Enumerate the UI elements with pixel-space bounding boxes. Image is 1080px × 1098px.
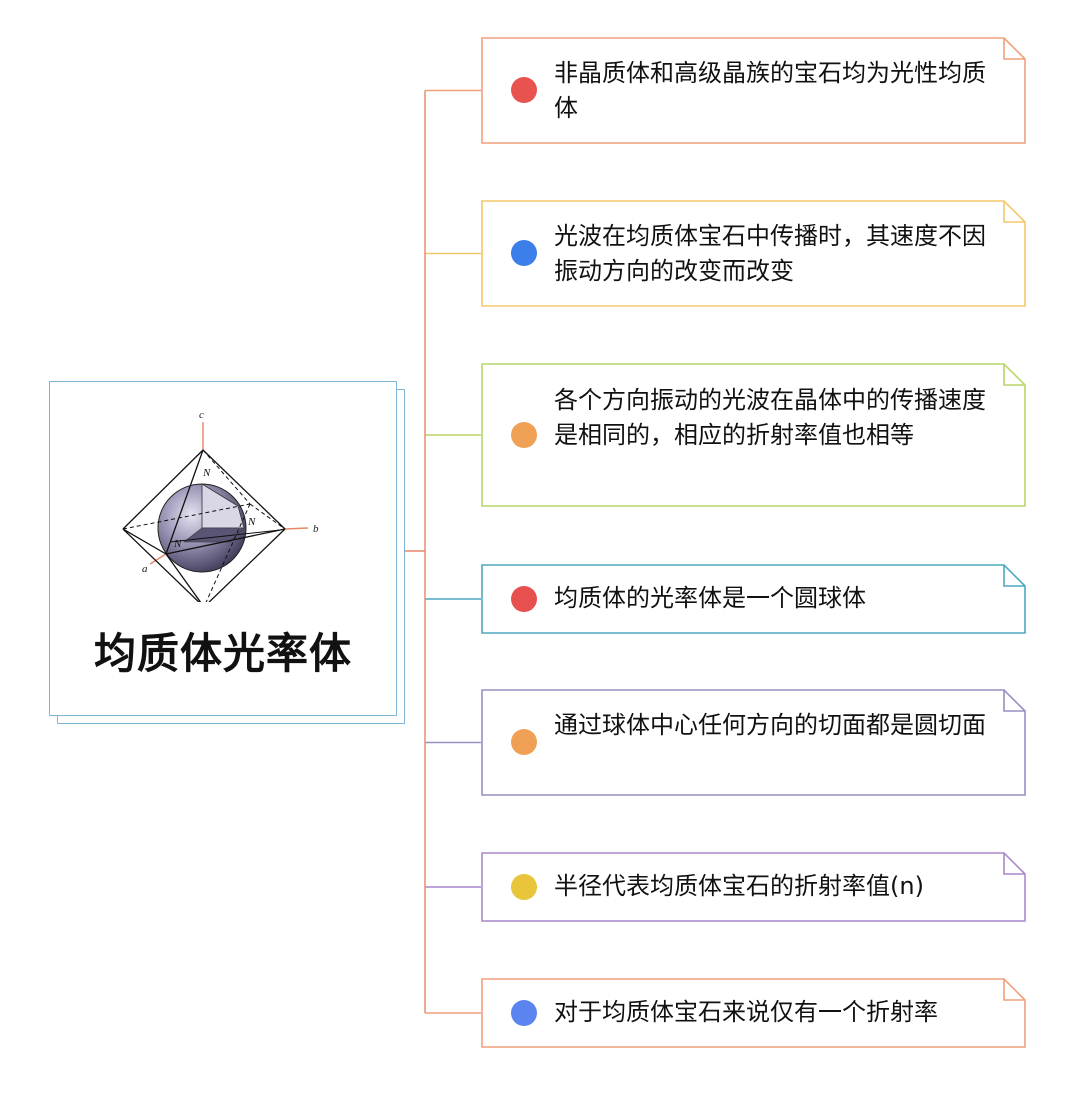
note-frame	[481, 200, 1026, 307]
branch-text: 均质体的光率体是一个圆球体	[554, 584, 866, 612]
branch-text: 各个方向振动的光波在晶体中的传播速度是相同的，相应的折射率值也相等	[554, 386, 986, 449]
note-frame	[481, 37, 1026, 144]
bullet-dot	[511, 240, 537, 266]
branch-node[interactable]: 通过球体中心任何方向的切面都是圆切面	[481, 689, 1026, 796]
axis-label-a: a	[142, 563, 148, 575]
axis-label-c: c	[199, 409, 204, 421]
note-frame	[481, 978, 1026, 1048]
note-frame	[481, 852, 1026, 922]
note-frame	[481, 363, 1026, 507]
branch-node[interactable]: 光波在均质体宝石中传播时，其速度不因振动方向的改变而改变	[481, 200, 1026, 307]
optical-indicatrix-figure: c b a N N N	[122, 409, 319, 602]
branch-text: 对于均质体宝石来说仅有一个折射率	[554, 998, 938, 1026]
bullet-dot	[511, 874, 537, 900]
branch-text: 半径代表均质体宝石的折射率值(n)	[554, 872, 924, 900]
branch-node[interactable]: 非晶质体和高级晶族的宝石均为光性均质体	[481, 37, 1026, 144]
axis-label-b: b	[313, 523, 319, 535]
branch-node[interactable]: 对于均质体宝石来说仅有一个折射率	[481, 978, 1026, 1048]
note-frame	[481, 689, 1026, 796]
point-label-n-left: N	[173, 538, 182, 550]
bullet-dot	[511, 1000, 537, 1026]
branch-node[interactable]: 各个方向振动的光波在晶体中的传播速度是相同的，相应的折射率值也相等	[481, 363, 1026, 507]
central-topic-card[interactable]: c b a N N N 均质体光率体	[49, 381, 397, 716]
point-label-n-right: N	[247, 516, 256, 528]
branch-text: 非晶质体和高级晶族的宝石均为光性均质体	[554, 59, 986, 122]
central-topic-title: 均质体光率体	[93, 629, 352, 678]
branch-text: 通过球体中心任何方向的切面都是圆切面	[554, 711, 986, 739]
point-label-n-top: N	[202, 467, 211, 479]
bullet-dot	[511, 586, 537, 612]
branch-node[interactable]: 均质体的光率体是一个圆球体	[481, 564, 1026, 634]
bullet-dot	[511, 422, 537, 448]
bullet-dot	[511, 729, 537, 755]
branch-node[interactable]: 半径代表均质体宝石的折射率值(n)	[481, 852, 1026, 922]
note-frame	[481, 564, 1026, 634]
branch-text: 光波在均质体宝石中传播时，其速度不因振动方向的改变而改变	[554, 222, 986, 285]
bullet-dot	[511, 77, 537, 103]
